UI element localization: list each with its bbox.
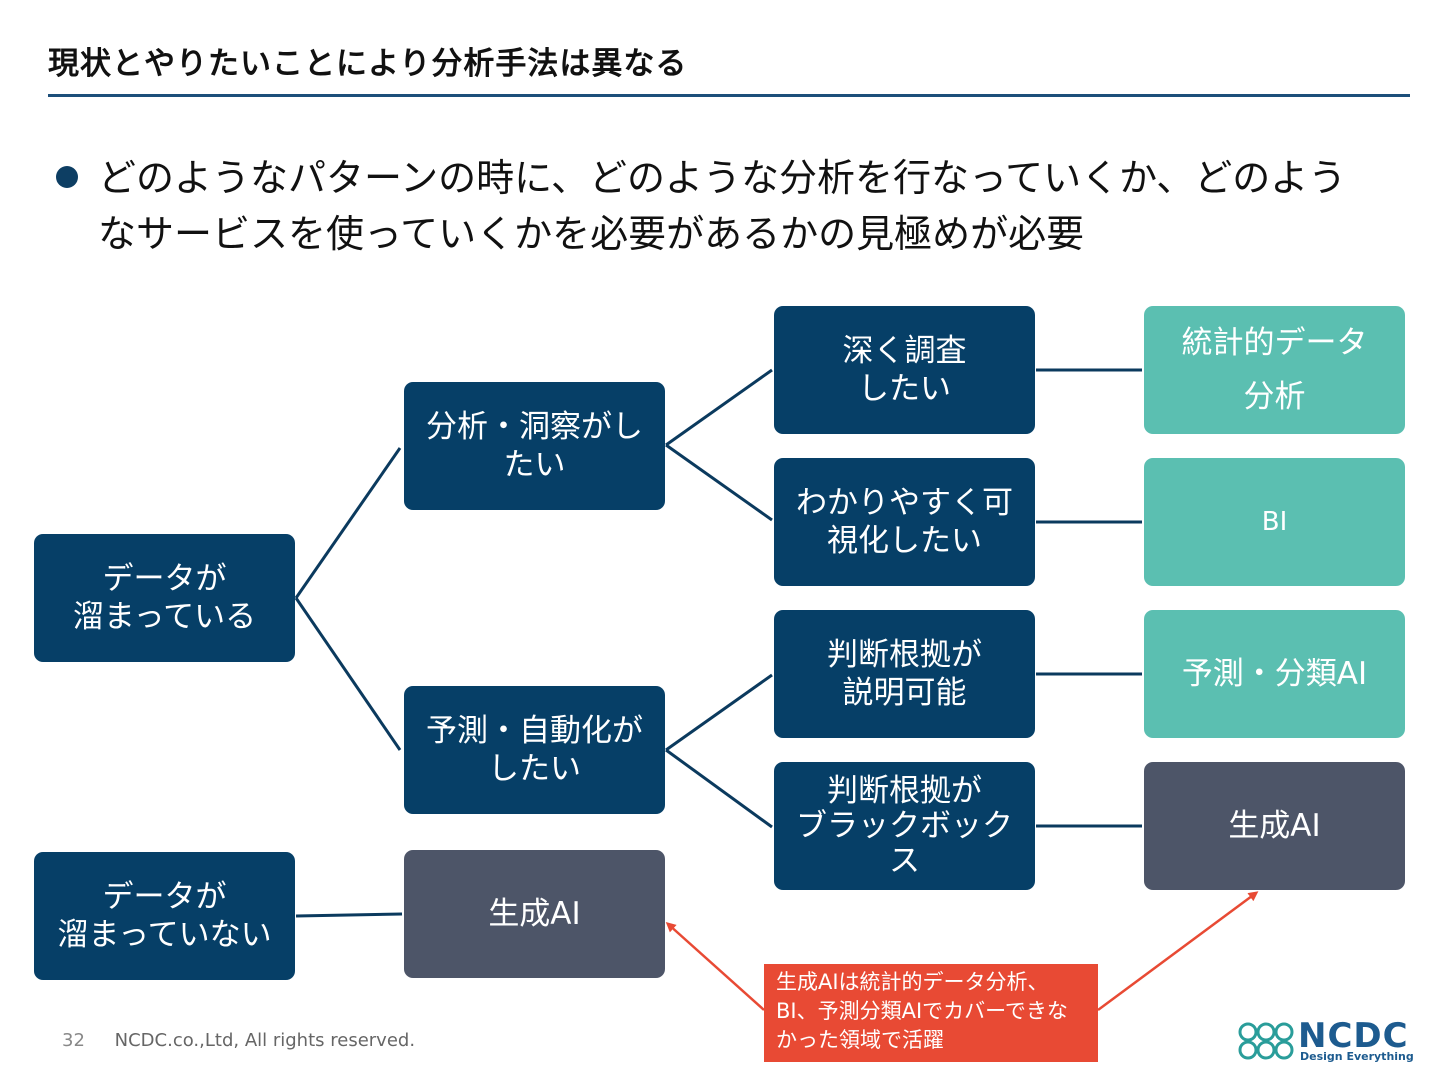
node-gen-ai-mid: 生成AI — [404, 850, 665, 978]
edge-not-stored-to-gen-ai — [295, 912, 403, 918]
node-analyze-insight: 分析・洞察がし たい — [404, 382, 665, 510]
footer: 32 NCDC.co.,Ltd, All rights reserved. — [62, 1030, 415, 1051]
node-label: 生成AI — [488, 896, 581, 932]
edge-predict-to-explainable — [665, 673, 773, 752]
node-label: わかりやすく可 視化したい — [796, 485, 1013, 559]
node-label: BI — [1261, 507, 1288, 537]
logo-tagline: Design Everything — [1300, 1050, 1414, 1063]
callout-arrow-left — [665, 921, 765, 1011]
node-label: データが 溜まっている — [72, 561, 257, 635]
node-deep-investigate: 深く調査 したい — [774, 306, 1035, 434]
node-label: 分析・洞察がし たい — [426, 409, 643, 483]
logo-mark-icon — [1238, 1022, 1294, 1060]
node-label: 統計的データ 分析 — [1181, 325, 1368, 415]
title-divider — [48, 94, 1410, 97]
edge-stored-to-predict — [294, 597, 402, 751]
edge-analyze-to-deep — [665, 368, 773, 447]
logo-wordmark: NCDC — [1298, 1016, 1409, 1056]
node-label: 判断根拠が ブラックボック ス — [796, 772, 1013, 879]
lead-text: どのようなパターンの時に、どのような分析を行なっていくか、どのよう なサービスを… — [98, 150, 1408, 262]
callout-arrow-right — [1097, 891, 1259, 1012]
node-predict-automate: 予測・自動化が したい — [404, 686, 665, 814]
page-title: 現状とやりたいことにより分析手法は異なる — [48, 46, 688, 82]
node-bi: BI — [1144, 458, 1405, 586]
page-number: 32 — [62, 1030, 85, 1051]
lead-line-1: どのようなパターンの時に、どのような分析を行なっていくか、どのよう — [98, 156, 1347, 200]
node-blackbox: 判断根拠が ブラックボック ス — [774, 762, 1035, 890]
edge-predict-to-blackbox — [665, 748, 773, 829]
callout-text: 生成AIは統計的データ分析、 BI、予測分類AIでカバーできな かった領域で活躍 — [776, 970, 1068, 1052]
node-statistical-analysis: 統計的データ 分析 — [1144, 306, 1405, 434]
bullet-icon — [56, 166, 78, 188]
node-visualize: わかりやすく可 視化したい — [774, 458, 1035, 586]
edge-analyze-to-visualize — [665, 443, 773, 522]
edge-stored-to-analyze — [294, 447, 402, 599]
node-label: 予測・自動化が したい — [426, 713, 643, 787]
node-data-stored: データが 溜まっている — [34, 534, 295, 662]
node-data-not-stored: データが 溜まっていない — [34, 852, 295, 980]
node-predict-classify-ai: 予測・分類AI — [1144, 610, 1405, 738]
node-label: データが 溜まっていない — [57, 879, 272, 953]
callout-note: 生成AIは統計的データ分析、 BI、予測分類AIでカバーできな かった領域で活躍 — [764, 964, 1098, 1062]
node-label: 生成AI — [1228, 808, 1321, 844]
node-label: 深く調査 したい — [842, 333, 967, 407]
node-gen-ai-right: 生成AI — [1144, 762, 1405, 890]
lead-line-2: なサービスを使っていくかを必要があるかの見極めが必要 — [98, 212, 1085, 256]
node-label: 判断根拠が 説明可能 — [827, 637, 982, 711]
company-logo: NCDC Design Everything — [1236, 1016, 1414, 1064]
copyright: NCDC.co.,Ltd, All rights reserved. — [114, 1030, 416, 1051]
node-explainable: 判断根拠が 説明可能 — [774, 610, 1035, 738]
node-label: 予測・分類AI — [1181, 656, 1368, 692]
